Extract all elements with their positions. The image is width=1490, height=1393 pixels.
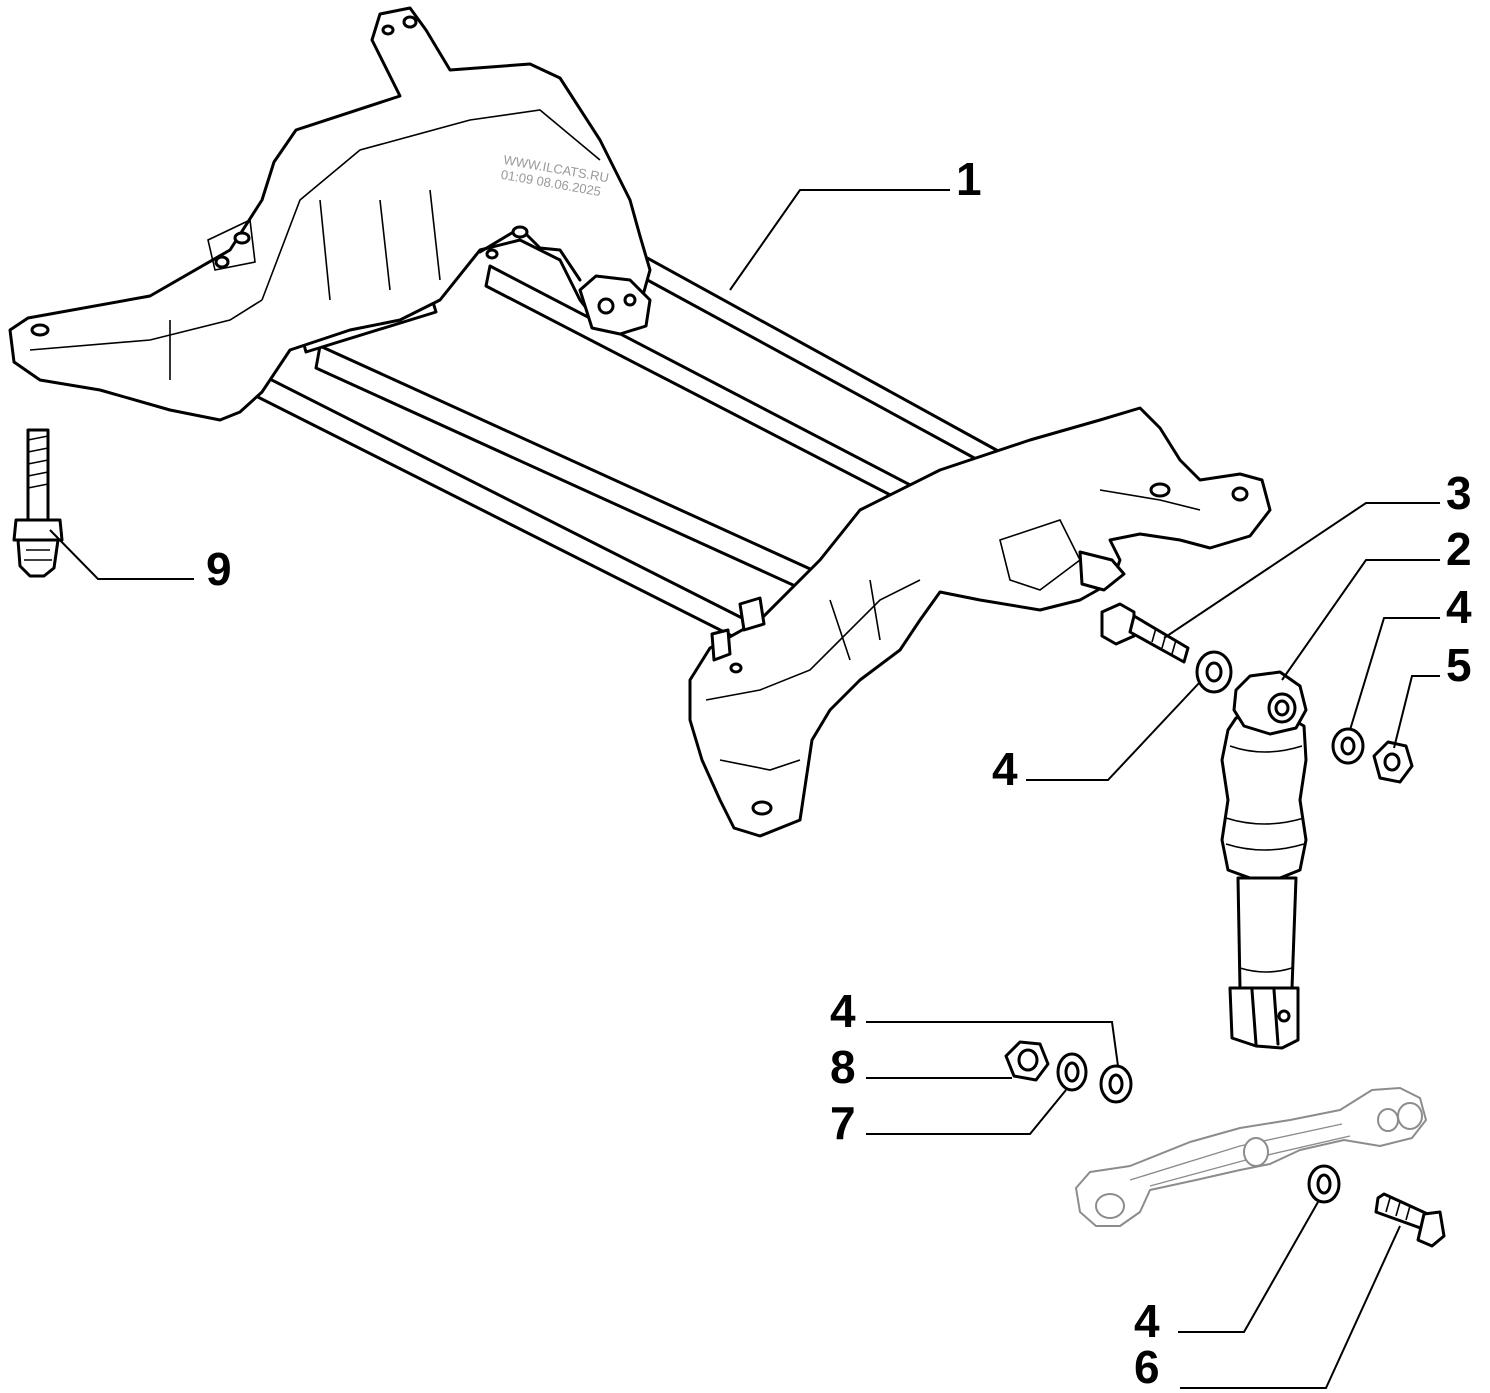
bolt-with-washer [12,428,64,578]
callout-4-upper-right: 4 [1446,581,1472,633]
washer-lower-7 [1056,1052,1088,1092]
shock-absorber [1220,670,1308,1050]
shock-upper-bolt [1100,602,1190,664]
callout-2: 2 [1446,523,1472,575]
callout-4-bottom: 4 [1134,1295,1160,1347]
nut-lower [1004,1040,1050,1082]
callout-3: 3 [1446,467,1472,519]
callout-9: 9 [206,543,232,595]
washer-bottom [1307,1164,1341,1204]
subframe-crossmember [8,6,1272,838]
callout-6: 6 [1134,1341,1160,1393]
leader-lines [49,189,1440,1389]
callout-4-upper-left: 4 [992,743,1018,795]
washer-upper-right [1331,727,1365,765]
control-arm-reference [1075,1087,1427,1227]
nut-upper [1372,740,1414,784]
callout-7: 7 [830,1097,856,1149]
callout-1: 1 [956,153,982,205]
shock-lower-bolt [1374,1192,1446,1248]
callout-5: 5 [1446,639,1472,691]
callout-4-lower: 4 [830,985,856,1037]
washer-lower-4 [1099,1064,1133,1104]
callout-8: 8 [830,1041,856,1093]
washer-upper-left [1195,650,1233,694]
